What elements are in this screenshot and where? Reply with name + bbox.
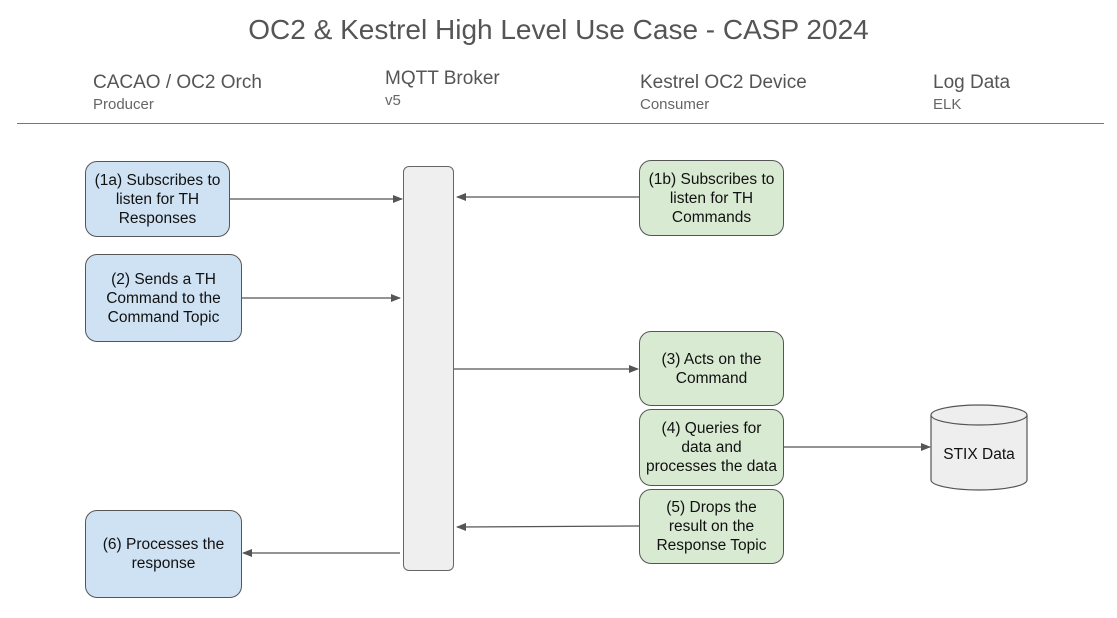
step-1b-box: (1b) Subscribes to listen for TH Command… xyxy=(639,160,784,236)
lane-header-producer: CACAO / OC2 Orch Producer xyxy=(93,72,262,113)
lane-header-log-data: Log Data ELK xyxy=(933,72,1010,113)
mqtt-broker-bar xyxy=(403,166,454,571)
header-divider xyxy=(17,123,1104,124)
step-4-box: (4) Queries for data and processes the d… xyxy=(639,409,784,486)
step-5-box: (5) Drops the result on the Response Top… xyxy=(639,489,784,564)
lane-role: ELK xyxy=(933,96,962,113)
lane-role: Consumer xyxy=(640,96,710,113)
step-2-box: (2) Sends a TH Command to the Command To… xyxy=(85,254,242,342)
lane-role: v5 xyxy=(385,92,401,109)
lane-name: MQTT Broker xyxy=(385,68,500,89)
lane-header-consumer: Kestrel OC2 Device Consumer xyxy=(640,72,807,113)
step-1a-box: (1a) Subscribes to listen for TH Respons… xyxy=(85,161,230,237)
stix-data-cylinder xyxy=(930,404,1028,491)
step-6-box: (6) Processes the response xyxy=(85,510,242,598)
lane-role: Producer xyxy=(93,96,154,113)
diagram-title: OC2 & Kestrel High Level Use Case - CASP… xyxy=(248,14,869,45)
lane-name: CACAO / OC2 Orch xyxy=(93,72,262,93)
lane-name: Log Data xyxy=(933,72,1011,93)
stix-data-label: STIX Data xyxy=(943,445,1015,463)
arrow-5-to-broker xyxy=(456,522,640,531)
lane-name: Kestrel OC2 Device xyxy=(640,72,807,93)
lane-header-broker: MQTT Broker v5 xyxy=(385,68,500,109)
step-3-box: (3) Acts on the Command xyxy=(639,331,784,406)
